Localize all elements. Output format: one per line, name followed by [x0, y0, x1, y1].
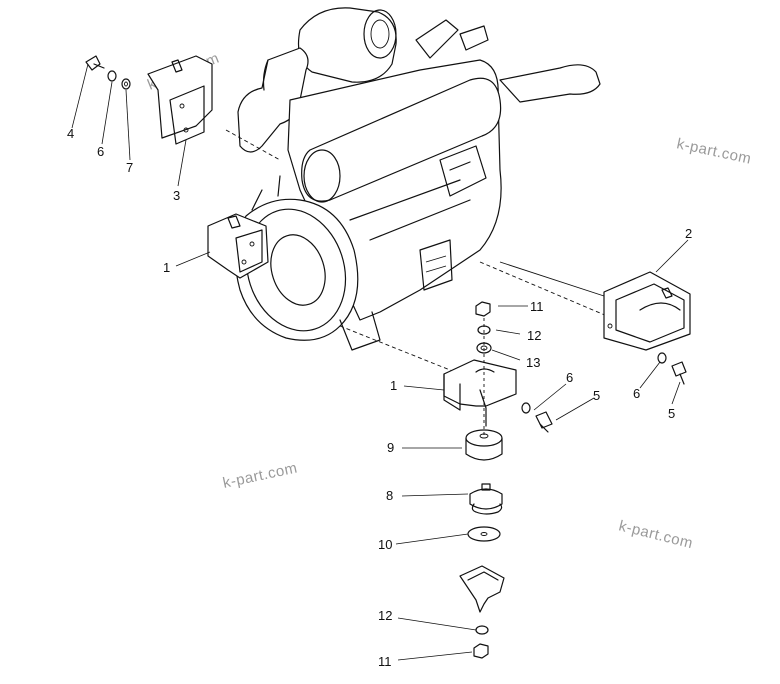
callout-12-top: 12	[527, 328, 541, 343]
bracket-part-1-left	[207, 213, 269, 279]
callout-8: 8	[386, 488, 393, 503]
bolt-part-5-right	[671, 361, 687, 385]
callout-6-right: 6	[633, 386, 640, 401]
washer-part-6-right	[657, 352, 667, 364]
washer-part-7	[121, 78, 131, 90]
callout-11-top: 11	[530, 299, 544, 314]
bolt-part-5-middle	[535, 411, 553, 433]
mount-rubber-part-9	[465, 429, 503, 461]
bracket-part-2	[603, 271, 691, 351]
callout-6-top: 6	[97, 144, 104, 159]
callout-5-middle: 5	[593, 388, 600, 403]
bolt-part-4	[85, 55, 105, 71]
callout-2: 2	[685, 226, 692, 241]
callout-3: 3	[173, 188, 180, 203]
callout-11-bottom: 11	[378, 654, 392, 669]
watermark-top-right: k-part.com	[675, 135, 753, 167]
cushion-part-8	[469, 483, 503, 515]
callout-9: 9	[387, 440, 394, 455]
callout-5-right: 5	[668, 406, 675, 421]
nut-part-11-bottom	[473, 643, 489, 659]
callout-13: 13	[526, 355, 540, 370]
bracket-part-3	[147, 55, 213, 145]
callout-labels: 4 6 7 3 1 2 11 12 13 1 6 5 6 5 9 8 10 12…	[67, 126, 692, 669]
callout-7: 7	[126, 160, 133, 175]
washer-part-6-middle	[521, 402, 531, 414]
engine-block	[225, 7, 641, 379]
leader-lines	[71, 63, 689, 661]
nut-part-11-top	[475, 301, 491, 317]
watermark-middle-left: k-part.com	[221, 460, 299, 492]
callout-12-bottom: 12	[378, 608, 392, 623]
callout-1-left: 1	[163, 260, 170, 275]
callout-1-middle: 1	[390, 378, 397, 393]
frame-bracket-lower	[459, 565, 505, 613]
callout-10: 10	[378, 537, 392, 552]
bracket-part-1-middle	[443, 359, 517, 427]
plate-part-10	[467, 526, 501, 542]
washer-part-12-bottom	[475, 625, 489, 635]
callout-4: 4	[67, 126, 74, 141]
callout-6-middle: 6	[566, 370, 573, 385]
washer-part-6-top	[107, 70, 117, 82]
watermark-bottom-right: k-part.com	[617, 517, 695, 552]
